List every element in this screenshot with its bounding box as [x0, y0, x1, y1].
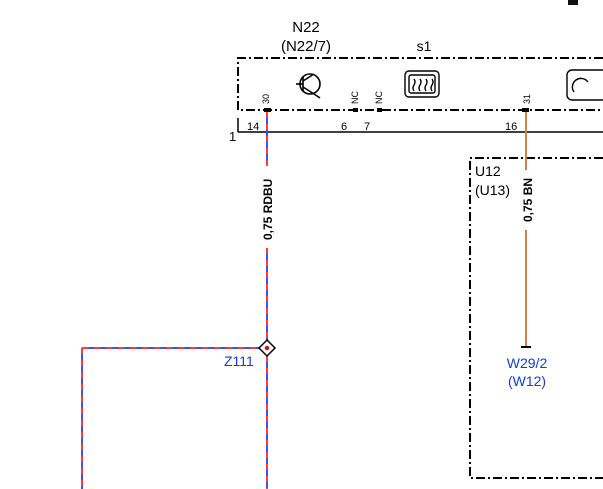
component-n22-alt-id: (N22/7)	[281, 38, 331, 55]
terminal-1: 1	[229, 129, 236, 144]
terminal-7: 7	[364, 121, 370, 133]
terminal-strip	[237, 118, 603, 133]
corner-mark	[568, 0, 578, 5]
wire-red-blue	[81, 112, 268, 489]
pin-label-nc-2: NC	[374, 91, 384, 104]
ground-id: W29/2	[507, 355, 548, 371]
terminal-6: 6	[341, 121, 347, 133]
terminal-16: 16	[505, 121, 517, 133]
component-n22-id: N22	[292, 19, 320, 36]
pin-label-nc-1: NC	[350, 91, 360, 104]
splice-z111	[257, 338, 277, 358]
rear-defroster-icon	[404, 70, 440, 98]
wire-label-bn: 0,75 BN	[521, 178, 535, 222]
pin-label-31: 31	[522, 94, 532, 104]
component-u12-box	[469, 157, 603, 479]
lamp-icon	[296, 73, 321, 99]
ground-alt-id: (W12)	[508, 373, 546, 389]
component-n22-box	[237, 57, 603, 111]
switch-label-s1: s1	[417, 38, 432, 54]
gauge-icon	[566, 69, 603, 101]
wire-label-rdbu: 0,75 RDBU	[261, 179, 275, 240]
pin-markers	[264, 108, 529, 112]
splice-label: Z111	[224, 353, 254, 369]
component-u12-id: U12	[475, 163, 501, 179]
component-u12-alt-id: (U13)	[475, 182, 510, 198]
terminal-14: 14	[247, 121, 259, 133]
pin-label-30: 30	[261, 94, 271, 104]
